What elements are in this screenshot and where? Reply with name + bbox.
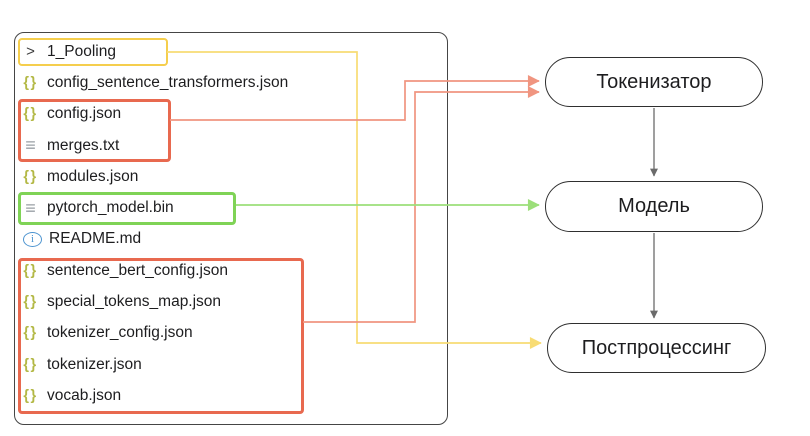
file-row-vocab-json[interactable]: vocab.json <box>14 380 434 411</box>
node-postprocessing: Постпроцессинг <box>547 323 766 373</box>
text-lines-icon <box>21 198 40 219</box>
file-name: sentence_bert_config.json <box>47 261 228 279</box>
info-icon <box>23 231 42 247</box>
node-tokenizer: Токенизатор <box>545 57 763 107</box>
file-list: 1_Pooling config_sentence_transformers.j… <box>14 36 434 412</box>
file-row-config-sentence-transformers[interactable]: config_sentence_transformers.json <box>14 67 434 98</box>
braces-icon <box>21 294 40 310</box>
file-name: tokenizer.json <box>47 355 142 373</box>
node-postprocessing-label: Постпроцессинг <box>581 336 732 359</box>
file-name: merges.txt <box>47 136 120 154</box>
file-name: tokenizer_config.json <box>47 324 193 342</box>
file-row-special-tokens-map[interactable]: special_tokens_map.json <box>14 286 434 317</box>
node-model: Модель <box>545 181 763 232</box>
braces-icon <box>21 325 40 341</box>
file-row-modules-json[interactable]: modules.json <box>14 161 434 192</box>
file-name: config.json <box>47 105 122 123</box>
file-name: README.md <box>49 230 142 248</box>
file-name: config_sentence_transformers.json <box>47 73 289 91</box>
file-row-pytorch-model-bin[interactable]: pytorch_model.bin <box>14 192 434 223</box>
braces-icon <box>21 388 40 404</box>
braces-icon <box>21 75 40 91</box>
file-row-merges-txt[interactable]: merges.txt <box>14 130 434 161</box>
braces-icon <box>21 106 40 122</box>
file-row-1-pooling[interactable]: 1_Pooling <box>14 36 434 67</box>
node-tokenizer-label: Токенизатор <box>596 70 712 93</box>
braces-icon <box>21 357 40 373</box>
file-row-sentence-bert-config[interactable]: sentence_bert_config.json <box>14 255 434 286</box>
file-row-config-json[interactable]: config.json <box>14 99 434 130</box>
file-row-readme-md[interactable]: README.md <box>14 224 434 255</box>
file-name: 1_Pooling <box>47 42 116 60</box>
braces-icon <box>21 169 40 185</box>
text-lines-icon <box>21 135 40 156</box>
node-model-label: Модель <box>618 195 690 217</box>
file-name: pytorch_model.bin <box>47 199 174 217</box>
chevron-right-icon[interactable] <box>21 43 40 60</box>
file-name: modules.json <box>47 167 139 185</box>
file-name: vocab.json <box>47 386 122 404</box>
file-row-tokenizer-json[interactable]: tokenizer.json <box>14 349 434 380</box>
file-row-tokenizer-config[interactable]: tokenizer_config.json <box>14 318 434 349</box>
file-name: special_tokens_map.json <box>47 293 222 311</box>
braces-icon <box>21 263 40 279</box>
